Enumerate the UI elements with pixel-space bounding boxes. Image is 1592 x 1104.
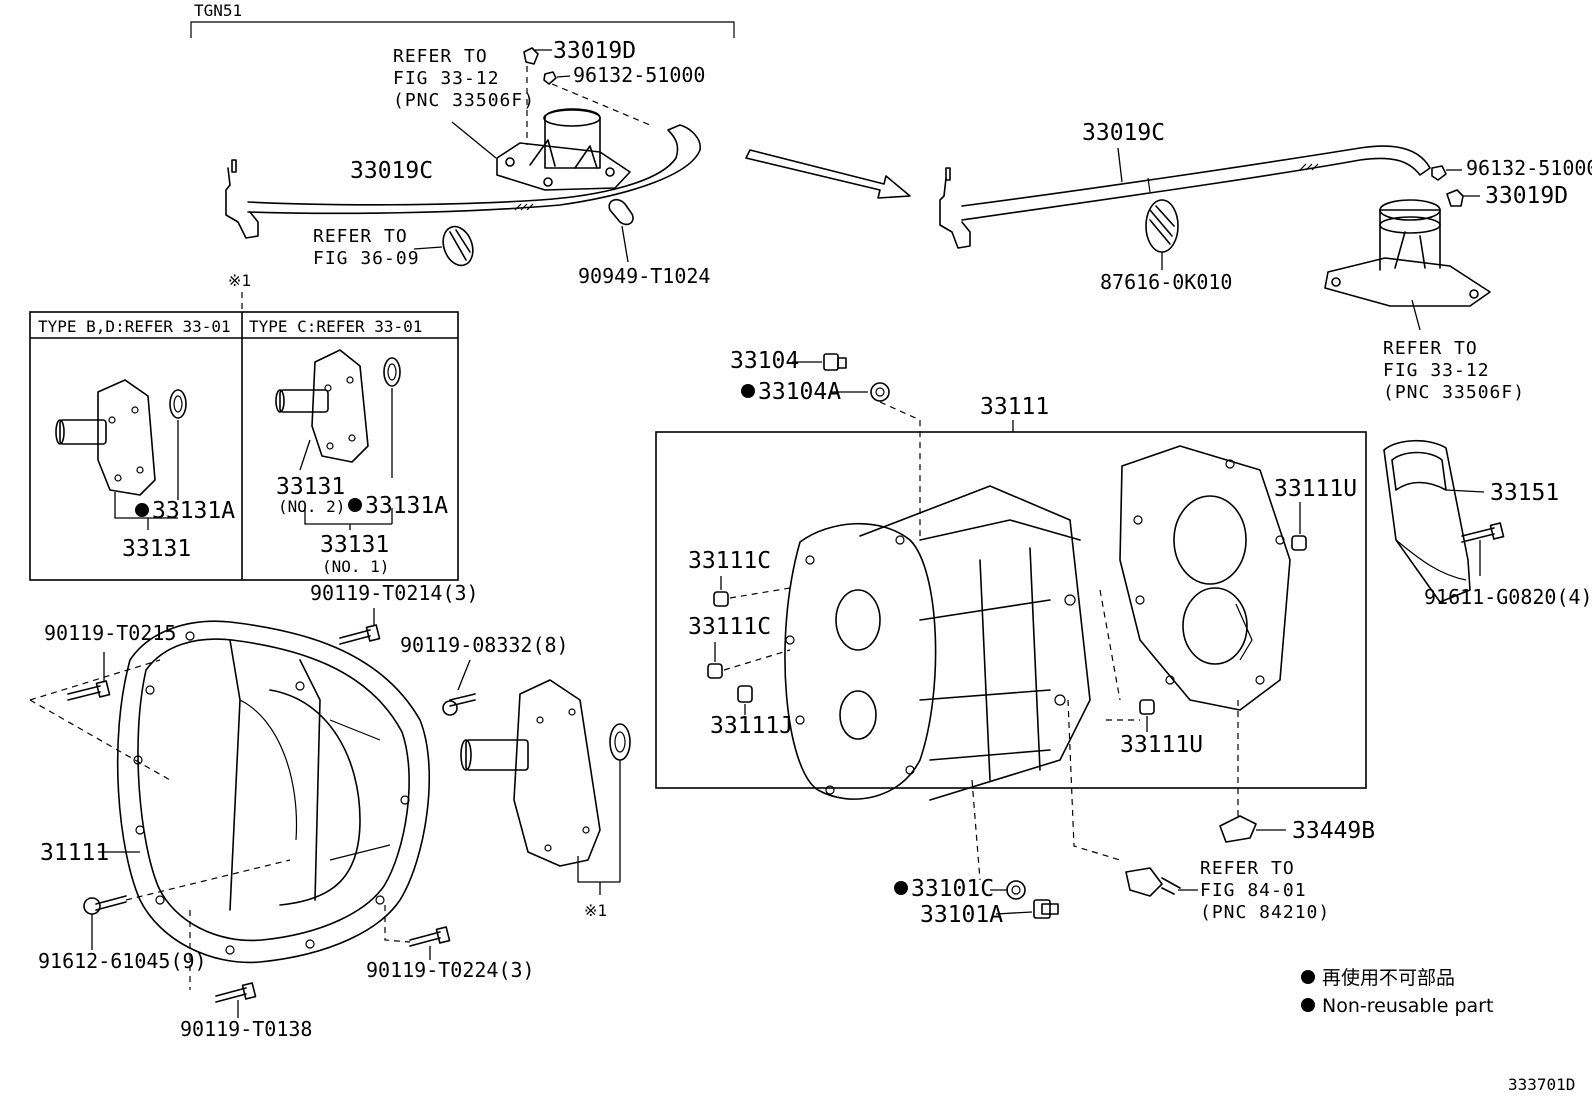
label-90119-08332: 90119-08332(8) xyxy=(400,633,569,657)
slave-cylinder-right-drawing xyxy=(1324,199,1491,307)
label-90949: 90949-T1024 xyxy=(578,264,710,288)
bolt-33104-drawing xyxy=(823,353,847,371)
ref-fig3312-right-line1: REFER TO xyxy=(1383,338,1478,359)
label-91611: 91611-G0820(4) xyxy=(1424,585,1592,609)
label-33101C: 33101C xyxy=(911,876,994,902)
ref-fig3312-right-line2: FIG 33-12 xyxy=(1383,360,1490,381)
clutch-housing-31111-drawing xyxy=(116,620,430,964)
legend-item-jp: 再使用不可部品 xyxy=(1322,967,1455,989)
label-90119-T0214: 90119-T0214(3) xyxy=(310,581,479,605)
label-33019D-left: 33019D xyxy=(553,38,636,64)
non-reusable-dot xyxy=(135,503,149,517)
clutch-line-right-drawing xyxy=(939,145,1431,249)
label-33131-bd: 33131 xyxy=(122,536,191,562)
bolt-91612-drawing xyxy=(83,895,127,915)
label-33111J: 33111J xyxy=(710,713,793,739)
bolt-90119-T0224-drawing xyxy=(409,926,451,947)
label-33111: 33111 xyxy=(980,394,1049,420)
ref-fig8401-line3: (PNC 84210) xyxy=(1200,902,1330,923)
label-90119-T0224: 90119-T0224(3) xyxy=(366,958,535,982)
clip-96132-right xyxy=(1431,165,1447,181)
label-33019D-right: 33019D xyxy=(1485,183,1568,209)
label-96132-left: 96132-51000 xyxy=(573,63,705,87)
gasket-33101C-drawing xyxy=(1006,880,1026,900)
ref-fig3312-top-line3: (PNC 33506F) xyxy=(393,90,535,111)
label-33131A-bd: 33131A xyxy=(152,498,235,524)
label-96132-right: 96132-51000 xyxy=(1466,156,1592,180)
legend-item-en: Non-reusable part xyxy=(1322,995,1493,1017)
dowel-33111J xyxy=(737,685,753,703)
model-label: TGN51 xyxy=(194,1,242,20)
ref-fig3609-line2: FIG 36-09 xyxy=(313,248,420,269)
type-box-c-title: TYPE C:REFER 33-01 xyxy=(249,317,422,336)
label-33111U-bottom: 33111U xyxy=(1120,732,1203,758)
bearing-retainer-bd-drawing xyxy=(55,379,187,496)
clip-96132-left xyxy=(543,71,557,85)
label-33151: 33151 xyxy=(1490,480,1559,506)
hose-clip-33019D-right xyxy=(1446,189,1464,207)
label-90119-T0138: 90119-T0138 xyxy=(180,1017,312,1041)
direction-arrow xyxy=(745,149,911,199)
bearing-retainer-mid-drawing xyxy=(460,679,631,867)
label-91612: 91612-61045(9) xyxy=(38,949,207,973)
label-33019C-right: 33019C xyxy=(1082,120,1165,146)
transmission-case-drawing xyxy=(784,485,1091,801)
gasket-33104A-drawing xyxy=(870,382,890,402)
ref-fig3312-top-line2: FIG 33-12 xyxy=(393,68,500,89)
plate-33449B-drawing xyxy=(1219,815,1257,843)
ref-fig3312-top-line1: REFER TO xyxy=(393,46,488,67)
label-33131-c-no1: (NO. 1) xyxy=(322,557,389,576)
label-33111U-top: 33111U xyxy=(1274,476,1357,502)
label-33104: 33104 xyxy=(730,348,799,374)
bolt-90119-T0214-drawing xyxy=(339,624,381,645)
label-87616: 87616-0K010 xyxy=(1100,270,1232,294)
bolt-90119-T0215-drawing xyxy=(67,680,111,701)
ref-fig8401-line1: REFER TO xyxy=(1200,858,1295,879)
mark-1-top: ※1 xyxy=(228,271,251,290)
hose-clip-33019D-left xyxy=(523,47,539,65)
label-33111C-a: 33111C xyxy=(688,548,771,574)
label-33104A: 33104A xyxy=(758,379,841,405)
slave-cylinder-left-drawing xyxy=(496,108,631,191)
dowel-33111U-bottom xyxy=(1139,699,1155,715)
ref-fig3312-right-line3: (PNC 33506F) xyxy=(1383,382,1525,403)
clamp-fig3609-drawing xyxy=(442,225,474,267)
bolt-91611-drawing xyxy=(1461,522,1505,543)
dowel-33111U-top xyxy=(1291,535,1307,551)
ref-fig8401-line2: FIG 84-01 xyxy=(1200,880,1307,901)
plug-33101A-drawing xyxy=(1033,899,1059,919)
label-90119-T0215: 90119-T0215 xyxy=(44,621,176,645)
label-33111C-b: 33111C xyxy=(688,614,771,640)
label-33019C-left: 33019C xyxy=(350,158,433,184)
clutch-line-left-drawing xyxy=(225,124,701,239)
grommet-87616-drawing xyxy=(1145,199,1179,253)
label-33131A-c: 33131A xyxy=(365,493,448,519)
diagram-id: 333701D xyxy=(1508,1075,1575,1094)
type-box-outline xyxy=(29,311,459,581)
ref-fig3609-line1: REFER TO xyxy=(313,226,408,247)
label-33131-c-bottom: 33131 xyxy=(320,532,389,558)
label-33131-c-no2: (NO. 2) xyxy=(278,497,345,516)
dowel-33111C-b xyxy=(707,663,723,679)
bolt-90119-08332-drawing xyxy=(442,693,476,716)
model-bracket xyxy=(190,21,735,38)
mark-1-bottom: ※1 xyxy=(584,901,607,920)
label-31111: 31111 xyxy=(40,840,109,866)
label-33449B: 33449B xyxy=(1292,818,1375,844)
cover-33151-drawing xyxy=(1383,439,1471,603)
type-box-bd-title: TYPE B,D:REFER 33-01 xyxy=(38,317,231,336)
extension-housing-drawing xyxy=(1119,445,1291,711)
backup-switch-drawing xyxy=(1125,867,1181,897)
bolt-90119-T0138-drawing xyxy=(215,982,257,1003)
dowel-33111C-a xyxy=(713,591,729,607)
bearing-retainer-c-drawing xyxy=(275,349,401,463)
label-33101A: 33101A xyxy=(920,902,1003,928)
clamp-90949-drawing xyxy=(608,198,634,226)
box-33111-outline xyxy=(655,431,1367,789)
label-33131-c: 33131 xyxy=(276,474,345,500)
